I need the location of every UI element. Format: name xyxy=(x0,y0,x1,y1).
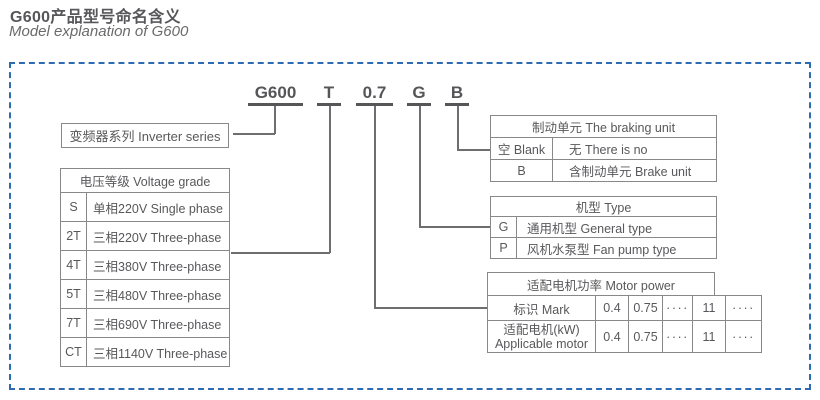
power-motor-label-en: Applicable motor xyxy=(494,336,589,351)
table-row: B 含制动单元 Brake unit xyxy=(490,159,718,182)
power-mark-value: 11 xyxy=(692,295,726,321)
motor-power-table-header: 适配电机功率 Motor power xyxy=(487,272,715,296)
power-motor-value: 0.75 xyxy=(628,320,663,353)
voltage-code-cell: S xyxy=(60,192,87,222)
type-table-header-row: 机型 Type xyxy=(489,196,718,217)
power-motor-value: 11 xyxy=(692,320,726,353)
model-segment-voltage: T xyxy=(317,83,341,106)
type-desc-cell: 通用机型 General type xyxy=(515,216,718,238)
inverter-series-box: 变频器系列 Inverter series xyxy=(61,123,229,148)
power-motor-label-zh: 适配电机(kW) xyxy=(503,322,580,337)
braking-unit-table: 制动单元 The braking unit 空 Blank 无 There is… xyxy=(489,115,718,182)
braking-desc-cell: 含制动单元 Brake unit xyxy=(551,159,718,182)
connector-voltage-horizontal xyxy=(231,252,330,254)
power-mark-value: ···· xyxy=(662,295,693,321)
power-motor-value: ···· xyxy=(725,320,762,353)
voltage-desc-cell: 三相220V Three-phase xyxy=(86,221,230,251)
connector-brake-vertical xyxy=(457,106,459,150)
model-segment-brake: B xyxy=(445,83,469,106)
model-segment-power: 0.7 xyxy=(356,83,393,106)
machine-type-table: 机型 Type G 通用机型 General type P 风机水泵型 Fan … xyxy=(489,196,718,259)
diagram-frame xyxy=(9,62,811,390)
power-motor-row: 适配电机(kW) Applicable motor 0.4 0.75 ···· … xyxy=(487,320,762,353)
voltage-code-cell: CT xyxy=(60,337,87,367)
power-mark-label: 标识 Mark xyxy=(487,295,596,321)
connector-power-horizontal xyxy=(374,307,488,309)
model-segment-series: G600 xyxy=(248,83,303,106)
table-row: 2T 三相220V Three-phase xyxy=(60,221,230,251)
connector-type-horizontal xyxy=(419,226,490,228)
type-code-cell: P xyxy=(490,237,517,259)
voltage-desc-cell: 三相480V Three-phase xyxy=(86,279,230,309)
voltage-desc-cell: 单相220V Single phase xyxy=(86,192,230,222)
voltage-grade-table: 电压等级 Voltage grade S 单相220V Single phase… xyxy=(60,168,230,367)
power-mark-value: 0.4 xyxy=(595,295,629,321)
voltage-desc-cell: 三相1140V Three-phase xyxy=(86,337,230,367)
connector-series-horizontal xyxy=(233,133,275,135)
voltage-desc-cell: 三相690V Three-phase xyxy=(86,308,230,338)
connector-voltage-vertical xyxy=(329,106,331,253)
power-mark-value: ···· xyxy=(725,295,762,321)
voltage-table-header-row: 电压等级 Voltage grade xyxy=(60,168,230,193)
power-mark-value: 0.75 xyxy=(628,295,663,321)
power-motor-label: 适配电机(kW) Applicable motor xyxy=(487,320,596,353)
connector-type-vertical xyxy=(419,106,421,227)
power-motor-value: ···· xyxy=(662,320,693,353)
voltage-code-cell: 2T xyxy=(60,221,87,251)
braking-table-header: 制动单元 The braking unit xyxy=(489,115,718,138)
table-row: 5T 三相480V Three-phase xyxy=(60,279,230,309)
voltage-desc-cell: 三相380V Three-phase xyxy=(86,250,230,280)
power-motor-value: 0.4 xyxy=(595,320,629,353)
table-row: G 通用机型 General type xyxy=(490,216,718,238)
page-title: G600产品型号命名含义 xyxy=(10,9,181,26)
braking-code-cell: B xyxy=(490,159,553,182)
type-table-header: 机型 Type xyxy=(489,196,718,217)
power-mark-row: 标识 Mark 0.4 0.75 ···· 11 ···· xyxy=(487,295,762,321)
type-desc-cell: 风机水泵型 Fan pump type xyxy=(515,237,718,259)
voltage-table-header: 电压等级 Voltage grade xyxy=(60,168,230,193)
table-row: S 单相220V Single phase xyxy=(60,192,230,222)
braking-code-cell: 空 Blank xyxy=(490,137,553,160)
table-row: P 风机水泵型 Fan pump type xyxy=(490,237,718,259)
table-row: CT 三相1140V Three-phase xyxy=(60,337,230,367)
table-row: 空 Blank 无 There is no xyxy=(490,137,718,160)
connector-series-vertical xyxy=(274,106,276,134)
connector-brake-horizontal xyxy=(457,149,490,151)
page-subtitle: Model explanation of G600 xyxy=(9,23,189,40)
braking-table-header-row: 制动单元 The braking unit xyxy=(489,115,718,138)
voltage-code-cell: 4T xyxy=(60,250,87,280)
table-row: 7T 三相690V Three-phase xyxy=(60,308,230,338)
voltage-code-cell: 7T xyxy=(60,308,87,338)
connector-power-vertical xyxy=(374,106,376,308)
motor-power-table: 标识 Mark 0.4 0.75 ···· 11 ···· 适配电机(kW) A… xyxy=(487,295,762,353)
type-code-cell: G xyxy=(490,216,517,238)
braking-desc-cell: 无 There is no xyxy=(551,137,718,160)
model-segment-type: G xyxy=(407,83,431,106)
voltage-code-cell: 5T xyxy=(60,279,87,309)
table-row: 4T 三相380V Three-phase xyxy=(60,250,230,280)
